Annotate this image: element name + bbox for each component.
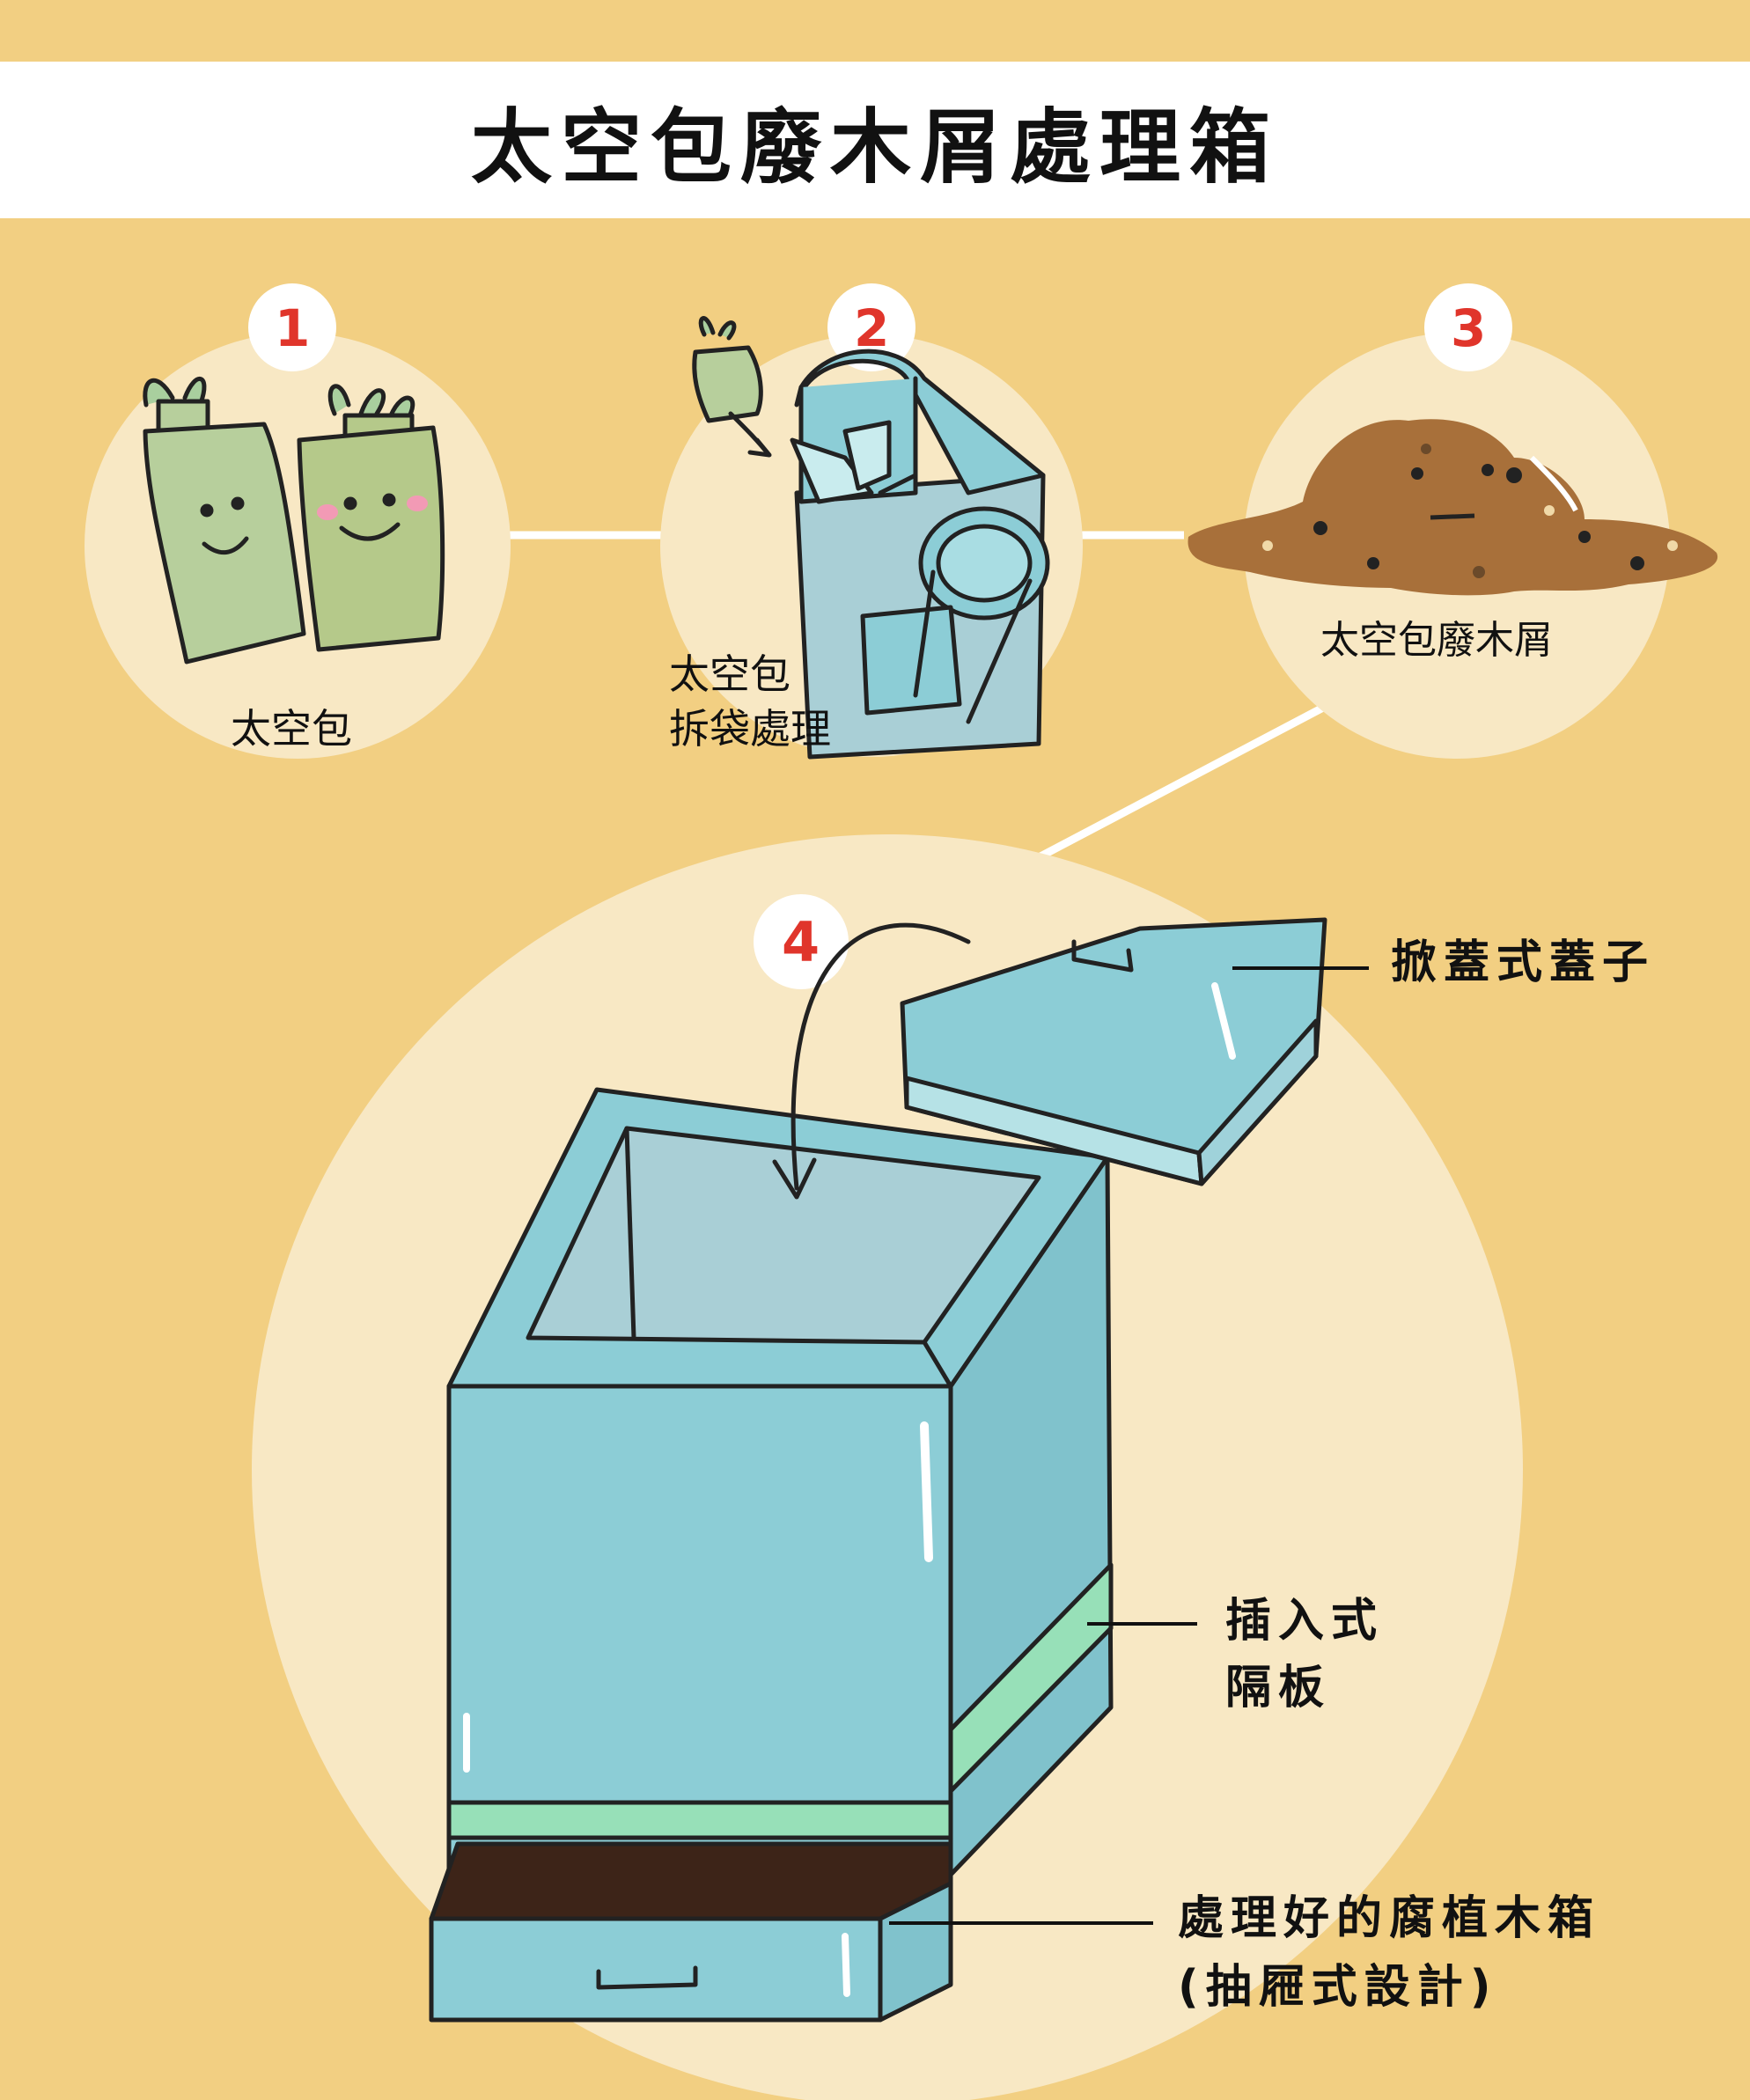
bags-illustration bbox=[143, 377, 445, 665]
bag-opener-illustration bbox=[692, 316, 1050, 760]
sawdust-eye-right bbox=[1482, 464, 1494, 476]
step-2-number: 2 bbox=[854, 298, 890, 358]
compost-soil bbox=[429, 1841, 953, 1921]
step-2-badge bbox=[827, 283, 915, 371]
step-3-number: 3 bbox=[1451, 298, 1487, 358]
step-4-badge bbox=[754, 894, 849, 989]
step-2-label-line-1: 太空包 bbox=[669, 650, 790, 698]
step-3-badge bbox=[1424, 283, 1512, 371]
step-2-label-line-2: 拆袋處理 bbox=[669, 705, 831, 753]
lid-handle bbox=[1071, 939, 1134, 973]
drawer-label-line-2: (抽屜式設計) bbox=[1178, 1961, 1498, 2014]
divider-label-line-1: 插入式 bbox=[1225, 1595, 1385, 1648]
sawdust-mouth bbox=[1430, 513, 1475, 520]
step-4-number: 4 bbox=[782, 910, 820, 974]
drawer-label-line-1: 處理好的腐植木箱 bbox=[1178, 1892, 1601, 1945]
bag-left-icon bbox=[143, 377, 306, 665]
drawer-handle bbox=[596, 1965, 698, 1990]
drawer-side bbox=[878, 1881, 953, 2023]
lid-arrow bbox=[790, 922, 971, 1191]
step-1-number: 1 bbox=[275, 298, 311, 358]
page-title: 太空包廢木屑處理箱 bbox=[470, 99, 1279, 195]
divider-front bbox=[446, 1800, 953, 1840]
lid-label: 掀蓋式蓋子 bbox=[1391, 936, 1656, 989]
box-opening bbox=[526, 1126, 1041, 1345]
compost-box-illustration bbox=[429, 917, 1327, 2023]
step-3-label: 太空包廢木屑 bbox=[1320, 618, 1553, 663]
step-1-label: 太空包 bbox=[231, 705, 352, 753]
step-1-badge bbox=[248, 283, 336, 371]
sawdust-pile-illustration bbox=[1188, 419, 1718, 596]
title-bar: 太空包廢木屑處理箱 bbox=[0, 62, 1750, 218]
bag-right-icon bbox=[297, 384, 445, 652]
divider-side bbox=[948, 1562, 1114, 1794]
small-bag-icon bbox=[692, 316, 772, 458]
sawdust-eye-left bbox=[1411, 467, 1423, 480]
drawer-front bbox=[429, 1916, 883, 2023]
divider-label-line-2: 隔板 bbox=[1225, 1662, 1332, 1715]
